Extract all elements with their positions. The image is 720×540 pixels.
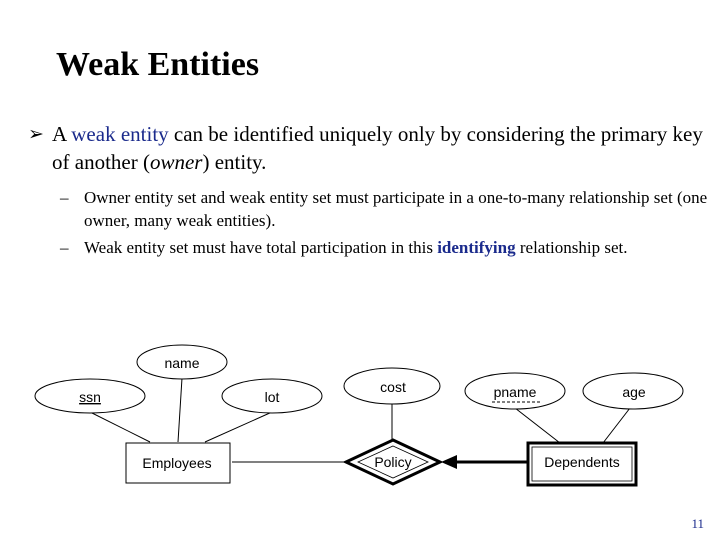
attr-age-shape xyxy=(582,372,684,410)
entity-dependents-shape xyxy=(526,441,638,487)
main-bullet-text-1: A xyxy=(52,122,72,146)
attr-pname-label: pname xyxy=(494,384,537,400)
dash-bullet: – xyxy=(60,188,69,207)
sub-bullet-2-text-2: relationship set. xyxy=(515,238,628,257)
attr-name-label: name xyxy=(164,355,199,371)
relationship-policy-label: Policy xyxy=(374,454,411,470)
sub-bullet-1: – Owner entity set and weak entity set m… xyxy=(56,186,708,232)
attr-name-shape xyxy=(136,344,228,380)
slide-title: Weak Entities xyxy=(56,46,260,83)
page-number: 11 xyxy=(691,516,704,531)
sub-bullet-list: – Owner entity set and weak entity set m… xyxy=(28,186,708,259)
attr-lot-label: lot xyxy=(265,389,280,405)
sub-bullet-2-text-1: Weak entity set must have total particip… xyxy=(84,238,438,257)
term-owner: owner xyxy=(149,150,203,174)
entity-dependents-inner-border xyxy=(531,446,633,482)
entity-employees-label: Employees xyxy=(142,455,211,471)
attr-pname-shape xyxy=(464,372,566,410)
sub-bullet-1-text: Owner entity set and weak entity set mus… xyxy=(84,188,708,230)
bullet-list: ➢ A weak entity can be identified unique… xyxy=(28,120,708,263)
entity-employees-shape xyxy=(125,442,231,484)
dash-bullet: – xyxy=(60,238,69,257)
term-weak-entity: weak entity xyxy=(71,122,169,146)
relationship-policy-shape xyxy=(342,438,444,486)
attr-cost-shape xyxy=(343,367,441,405)
attr-ssn-shape xyxy=(34,378,146,414)
term-identifying: identifying xyxy=(437,238,516,257)
edge-name-employees xyxy=(177,377,183,443)
attr-lot-shape xyxy=(221,378,323,414)
edge-ssn-employees xyxy=(89,411,151,443)
relationship-policy-inner-border xyxy=(357,445,429,479)
entity-dependents-label: Dependents xyxy=(544,454,620,470)
attr-ssn-label: ssn xyxy=(79,389,101,405)
arrowhead-icon xyxy=(441,455,457,469)
main-bullet: ➢ A weak entity can be identified unique… xyxy=(28,120,708,176)
main-bullet-text-3: ) entity. xyxy=(202,150,267,174)
arrow-bullet-icon: ➢ xyxy=(28,123,44,145)
main-bullet-text-2: can be identified uniquely only by consi… xyxy=(52,122,703,174)
attr-cost-label: cost xyxy=(380,379,406,395)
attr-age-label: age xyxy=(622,384,646,400)
edge-age-dependents xyxy=(602,407,631,444)
edge-pname-dependents xyxy=(514,407,561,444)
edge-lot-employees xyxy=(204,411,273,443)
sub-bullet-2: – Weak entity set must have total partic… xyxy=(56,236,708,259)
